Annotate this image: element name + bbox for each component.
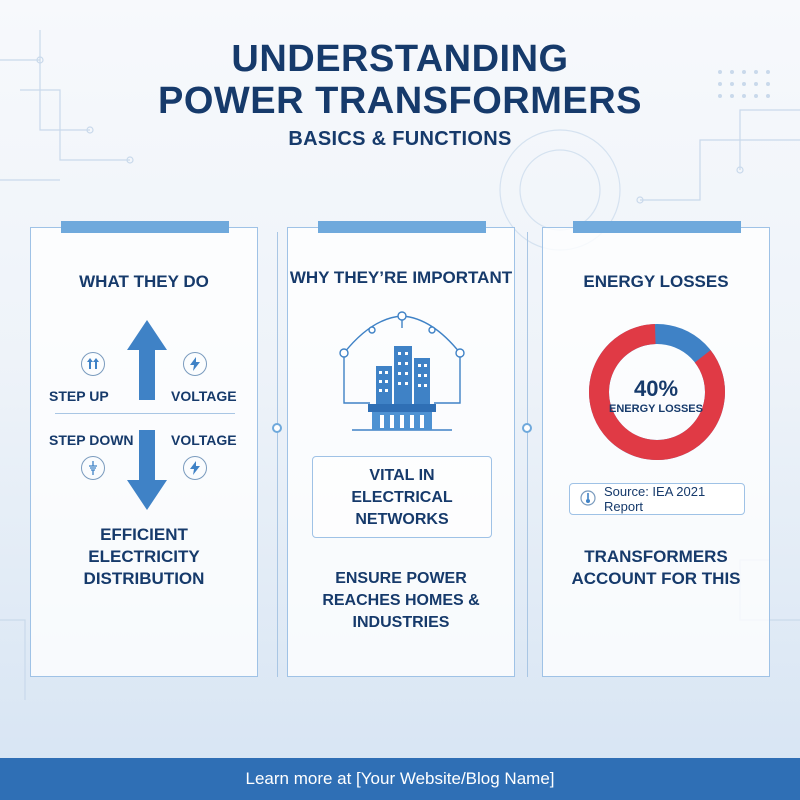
divider-dot-1: [272, 423, 282, 433]
thermometer-icon: [580, 489, 596, 509]
donut-loss-arc: [589, 324, 725, 460]
page-title-line-1: UNDERSTANDING: [231, 38, 569, 80]
card-what-they-do: WHAT THEY DO STEP UP VOLTAGE STEP DOWN V…: [30, 221, 258, 677]
voltage-up-label: VOLTAGE: [171, 388, 237, 404]
step-down-label: STEP DOWN: [49, 432, 134, 448]
step-up-arrow-icon: [81, 352, 105, 376]
losses-summary-line-1: TRANSFORMERS: [584, 547, 728, 566]
vital-line-2: ELECTRICAL: [351, 489, 453, 506]
summary-line-1: EFFICIENT: [100, 525, 188, 544]
loss-percent: 40%: [633, 376, 679, 401]
card-tab: [573, 221, 741, 233]
divider-line: [55, 413, 235, 414]
voltage-down-label: VOLTAGE: [171, 432, 237, 448]
losses-summary-line-2: ACCOUNT FOR THIS: [571, 569, 741, 588]
card-title: WHAT THEY DO: [79, 272, 209, 291]
vital-line-1: VITAL IN: [369, 467, 435, 484]
city-transformer-icon: [339, 311, 465, 431]
card-energy-losses: ENERGY LOSSES 40% ENERGY LOSSES Source: …: [542, 221, 770, 677]
transformer-icon: [81, 456, 105, 480]
card-title: WHY THEY’RE IMPORTANT: [289, 268, 513, 287]
card-why-important: WHY THEY’RE IMPORTANT: [287, 221, 515, 677]
voltage-bolt-icon: [183, 352, 207, 376]
vital-line-3: NETWORKS: [355, 511, 449, 528]
divider-dot-2: [522, 423, 532, 433]
card-tab: [61, 221, 229, 233]
ensure-line-2: REACHES HOMES &: [322, 592, 480, 609]
voltage-bolt-icon: [183, 456, 207, 480]
summary-line-3: DISTRIBUTION: [83, 569, 205, 588]
page-title-line-2: POWER TRANSFORMERS: [158, 80, 642, 122]
loss-percent-label: ENERGY LOSSES: [609, 403, 703, 415]
energy-loss-donut: [589, 324, 725, 460]
source-text: Source: IEA 2021 Report: [604, 484, 706, 514]
card-title: ENERGY LOSSES: [583, 272, 729, 291]
column-divider-1: [277, 232, 278, 677]
column-divider-2: [527, 232, 528, 677]
ensure-line-1: ENSURE POWER: [335, 570, 467, 587]
up-arrow-icon: [127, 320, 167, 400]
down-arrow-icon: [127, 430, 167, 510]
ensure-line-3: INDUSTRIES: [352, 614, 450, 631]
step-up-label: STEP UP: [49, 388, 109, 404]
page-subtitle: BASICS & FUNCTIONS: [288, 128, 512, 150]
vital-box: VITAL IN ELECTRICAL NETWORKS: [312, 456, 492, 538]
summary-line-2: ELECTRICITY: [88, 547, 200, 566]
card-tab: [318, 221, 486, 233]
footer-link[interactable]: Learn more at [Your Website/Blog Name]: [0, 758, 800, 800]
source-badge: Source: IEA 2021 Report: [569, 483, 745, 515]
